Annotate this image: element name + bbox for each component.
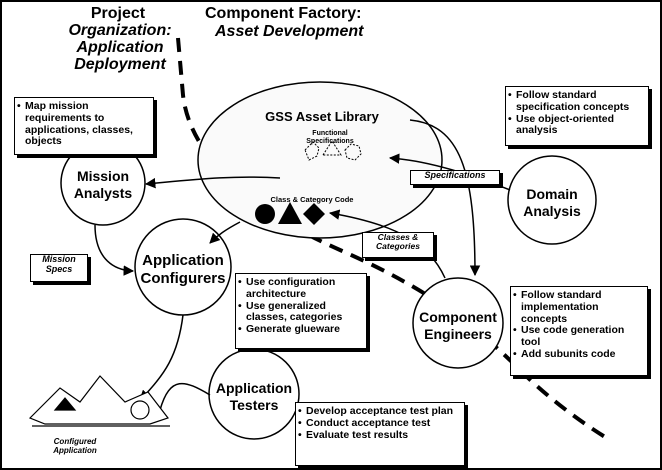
- domain-tasks-box: Follow standard specification concepts U…: [505, 86, 649, 146]
- spec-shape-3: [344, 143, 362, 161]
- component-engineers-label-1: Component: [419, 309, 497, 325]
- asset-library-ellipse: [197, 81, 443, 239]
- component-engineers-circle: [412, 277, 504, 369]
- functional-specs-label-2: Specifications: [306, 138, 354, 145]
- testers-task-1: Develop acceptance test plan: [298, 405, 461, 418]
- component-engineers-label-2: Engineers: [424, 326, 492, 342]
- app-testers-label-1: Application: [215, 380, 293, 396]
- configurers-task-2: Use generalized classes, categories: [238, 300, 363, 325]
- arrow-library-to-engineers: [409, 119, 481, 277]
- testers-task-2: Conduct acceptance test: [298, 417, 461, 430]
- configurers-tasks-box: Use configuration architecture Use gener…: [235, 273, 367, 349]
- specifications-tag: Specifications: [410, 170, 500, 185]
- domain-analysis-label-1: Domain: [526, 186, 578, 202]
- library-title: GSS Asset Library: [265, 109, 379, 124]
- domain-analysis-circle: [507, 155, 597, 245]
- app-testers-label-2: Testers: [229, 397, 279, 413]
- mission-analysts-label-2: Analysts: [73, 185, 133, 201]
- arrow-testers-to-application: [159, 382, 211, 411]
- configured-application-label-2: Application: [53, 446, 97, 455]
- spec-shape-2: [322, 140, 342, 156]
- mission-tasks-box: Map mission requirements to applications…: [14, 97, 154, 155]
- header-component-factory: Component Factory:: [205, 5, 362, 22]
- header-application: Application: [76, 39, 164, 56]
- engineers-task-3: Add subunits code: [513, 348, 644, 361]
- configurers-task-1: Use configuration architecture: [238, 276, 363, 301]
- testers-tasks-box: Develop acceptance test plan Conduct acc…: [295, 402, 465, 466]
- testers-task-3: Evaluate test results: [298, 429, 461, 442]
- engineers-task-2: Use code generation tool: [513, 324, 644, 349]
- domain-task-1: Follow standard specification concepts: [508, 89, 645, 114]
- code-circle: [255, 204, 275, 224]
- header-deployment: Deployment: [74, 56, 166, 73]
- domain-task-2: Use object-oriented analysis: [508, 113, 645, 138]
- app-configurers-label-2: Configurers: [140, 270, 226, 287]
- classes-categories-tag: Classes &Categories: [362, 232, 434, 258]
- code-triangle: [278, 202, 302, 224]
- mission-task-1: Map mission requirements to applications…: [17, 100, 150, 148]
- header-project: Project: [90, 5, 146, 22]
- configurers-task-3: Generate glueware: [238, 323, 363, 336]
- class-category-code-label: Class & Category Code: [270, 195, 354, 204]
- engineers-tasks-box: Follow standard implementation concepts …: [510, 286, 648, 376]
- spec-shape-1: [304, 141, 320, 161]
- arrow-configurers-to-application: [139, 314, 184, 401]
- arrow-library-to-configurers: [209, 221, 241, 244]
- arrow-library-to-mission: [144, 176, 281, 189]
- configured-application-graphic: [28, 375, 170, 427]
- domain-analysis-label-2: Analysis: [523, 203, 581, 219]
- header-asset-development: Asset Development: [215, 23, 364, 40]
- configured-application-label-1: Configured: [53, 437, 97, 446]
- engineers-task-1: Follow standard implementation concepts: [513, 289, 644, 325]
- app-configurers-label-1: Application: [142, 252, 224, 269]
- code-diamond: [303, 203, 325, 225]
- header-organization: Organization:: [68, 22, 172, 39]
- mission-analysts-label-1: Mission: [76, 168, 130, 184]
- arrow-mission-to-configurers: [94, 224, 135, 276]
- functional-specs-label-1: Functional: [312, 130, 348, 137]
